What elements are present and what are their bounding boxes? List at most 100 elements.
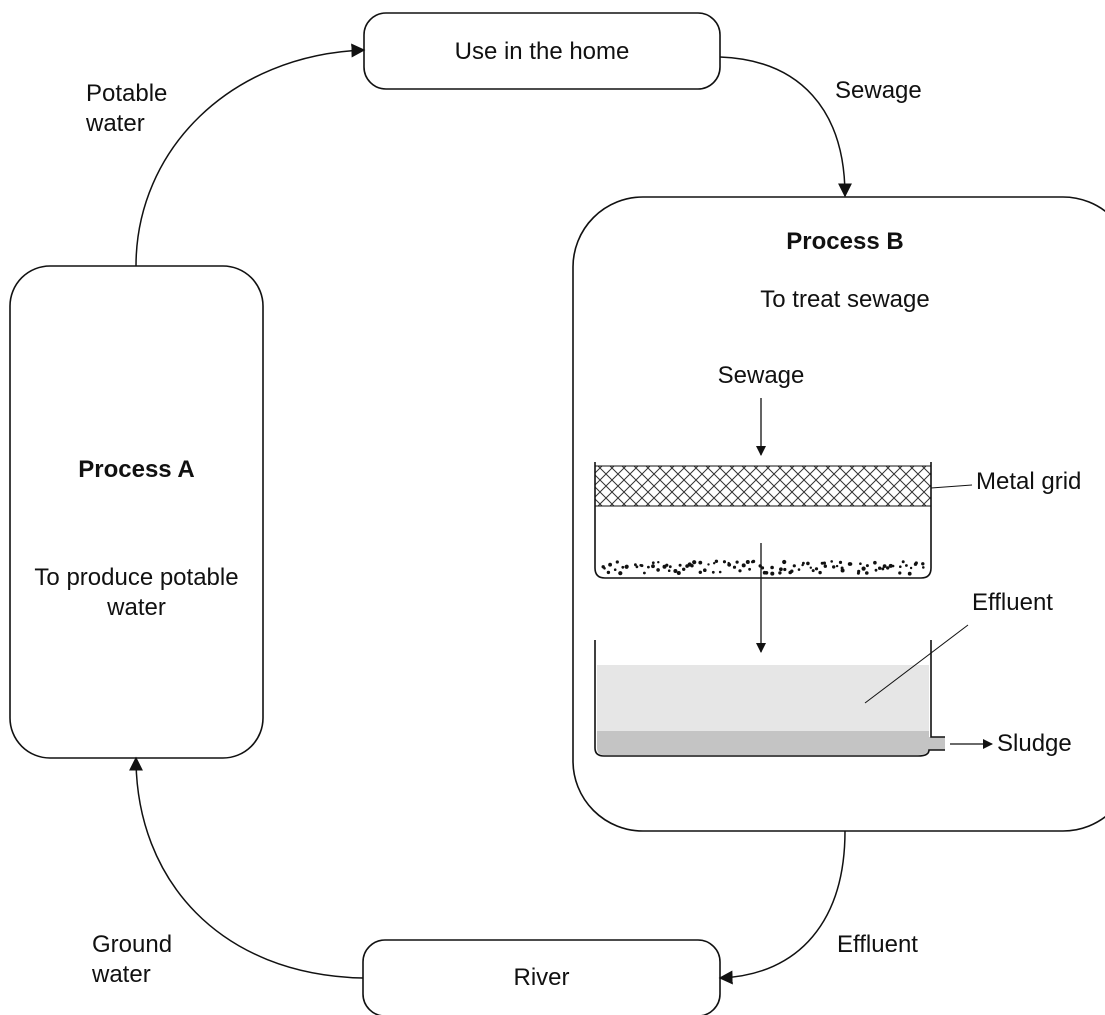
gravel-dot <box>873 560 877 565</box>
filter-tank <box>594 462 932 579</box>
gravel-dot <box>861 566 866 571</box>
gravel-dot <box>788 570 792 575</box>
gravel-dot <box>690 564 694 568</box>
gravel-dot <box>713 562 716 565</box>
process-a-title: Process A <box>78 456 195 483</box>
gravel-dot <box>814 567 819 571</box>
gravel-dot <box>888 563 893 568</box>
gravel-dot <box>830 560 833 563</box>
gravel-dot <box>698 560 703 565</box>
gravel-dot <box>647 565 650 569</box>
gravel-dot <box>881 567 885 571</box>
gravel-dot <box>745 560 750 564</box>
metal-grid-pointer <box>930 484 973 489</box>
gravel-dot <box>625 564 629 569</box>
gravel-dot <box>764 571 769 575</box>
gravel-dot <box>606 570 611 575</box>
gravel-dot <box>751 559 756 564</box>
gravel-dot <box>634 563 637 567</box>
gravel-dot <box>703 568 707 572</box>
ground-water-arrow <box>129 756 364 979</box>
gravel-dot <box>778 571 782 575</box>
gravel-dot <box>651 564 655 569</box>
gravel-dot <box>738 569 742 573</box>
gravel-dot <box>741 563 746 568</box>
gravel-dot <box>857 569 861 574</box>
gravel-dot <box>673 569 678 573</box>
gravel-dot <box>735 560 739 564</box>
gravel-dot <box>901 560 905 564</box>
gravel-dot <box>840 566 844 570</box>
gravel-dot <box>797 568 801 571</box>
gravel-dot <box>913 562 918 566</box>
gravel-dot <box>822 561 827 565</box>
sewage-input-label: Sewage <box>717 362 805 389</box>
gravel-dot <box>760 566 765 570</box>
gravel-dot <box>874 568 878 572</box>
gravel-dot <box>718 570 722 574</box>
gravel-dot <box>643 571 646 575</box>
gravel-dot <box>899 565 902 568</box>
gravel-dot <box>882 564 887 568</box>
gravel-dot <box>618 571 623 576</box>
gravel-dot <box>838 560 843 565</box>
gravel-dot <box>668 565 672 569</box>
gravel-dot <box>608 562 612 567</box>
filter-tank-outline <box>594 462 932 579</box>
gravel-dot <box>922 566 925 569</box>
potable-water-label: Potable water <box>86 80 168 137</box>
gravel-dot <box>621 565 625 569</box>
gravel-dot <box>835 564 839 568</box>
river-label: River <box>513 964 570 991</box>
gravel-dot <box>779 567 783 572</box>
gravel-dot <box>823 564 827 568</box>
gravel-dot <box>682 567 686 571</box>
gravel-dot <box>865 571 869 575</box>
gravel-dot <box>613 568 617 571</box>
gravel-dot <box>909 566 913 570</box>
gravel-dot <box>722 560 726 564</box>
gravel-dot <box>792 564 796 568</box>
home-label: Use in the home <box>454 38 630 65</box>
gravel-dot <box>601 565 605 569</box>
gravel-dot <box>907 571 912 576</box>
effluent-arrow <box>718 830 846 985</box>
gravel-dot <box>748 567 751 571</box>
gravel-dot <box>806 561 810 566</box>
settling-tank-outline <box>594 640 945 757</box>
gravel-dot <box>809 566 812 569</box>
gravel-dot <box>782 559 787 565</box>
gravel-dot <box>818 570 822 575</box>
settling-tank <box>594 640 945 757</box>
effluent-pointer <box>864 624 969 704</box>
gravel-dot <box>898 571 902 575</box>
gravel-dot <box>783 567 787 572</box>
gravel-dot <box>811 569 815 573</box>
gravel-dot <box>859 562 862 565</box>
gravel-dot <box>714 559 719 563</box>
gravel-layer <box>601 559 925 576</box>
sludge-layer <box>597 731 945 755</box>
gravel-dot <box>635 565 639 569</box>
gravel-dot <box>905 564 908 567</box>
gravel-dot <box>886 566 890 570</box>
gravel-dot <box>727 561 730 565</box>
gravel-dot <box>770 571 775 576</box>
gravel-dot <box>707 563 710 566</box>
process-a-description: To produce potable water <box>34 564 239 621</box>
gravel-dot <box>667 569 671 572</box>
gravel-dot <box>656 568 660 572</box>
gravel-dot <box>770 565 774 570</box>
sewage-edge-label: Sewage <box>835 77 922 104</box>
process-a-box <box>9 265 264 759</box>
process-b-title: Process B <box>786 228 904 255</box>
gravel-dot <box>848 562 853 566</box>
ground-water-label: Ground water <box>92 931 173 988</box>
gravel-dot <box>640 564 644 568</box>
gravel-dot <box>615 560 619 564</box>
gravel-dot <box>840 568 845 573</box>
gravel-dot <box>676 571 681 575</box>
process-b-description: To treat sewage <box>760 286 930 313</box>
